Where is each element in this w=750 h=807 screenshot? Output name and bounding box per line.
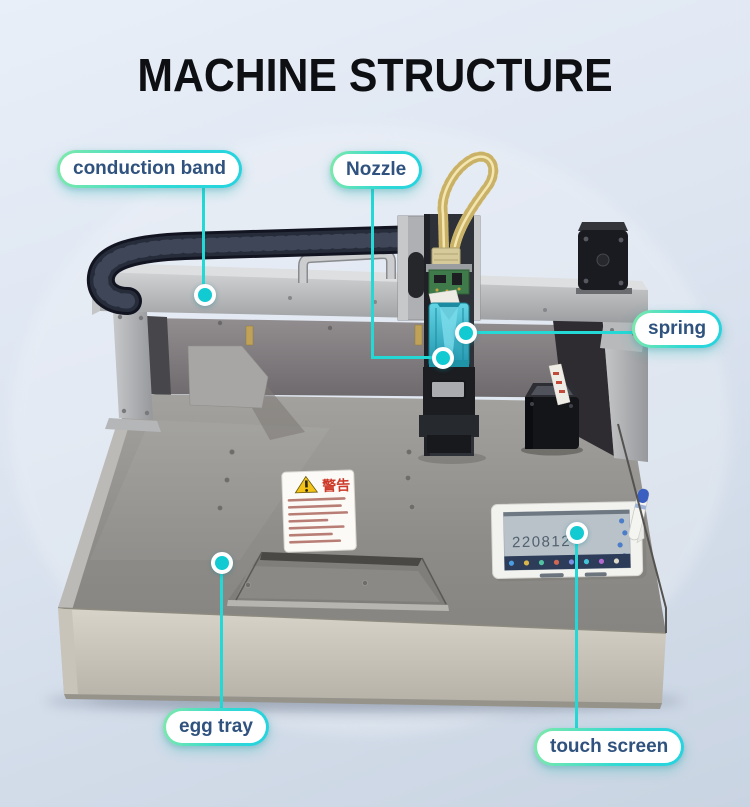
page-title: MACHINE STRUCTURE xyxy=(137,49,613,101)
nozzle-assembly xyxy=(418,151,499,464)
egg-tray-label: egg tray xyxy=(163,708,269,746)
gusset-plate xyxy=(600,320,646,352)
gantry-frame xyxy=(92,248,648,462)
cable-chain xyxy=(86,224,469,315)
cartridge-holder xyxy=(419,367,479,453)
touch-screen-leader-line xyxy=(575,543,578,730)
cartridge-label-strip xyxy=(548,363,571,406)
conduction-band-dot xyxy=(194,284,216,306)
touch-screen-label: touch screen xyxy=(534,728,684,766)
cable-loop xyxy=(437,151,499,257)
touch-screen-panel: 220812 xyxy=(490,488,650,582)
touch-screen-dot xyxy=(566,522,588,544)
egg-tray-dot xyxy=(211,552,233,574)
warning-sticker: 警告 xyxy=(281,469,357,553)
conduction-band-leader-line xyxy=(202,185,205,287)
screen-toolbar-icons xyxy=(508,558,620,566)
base-front xyxy=(57,423,667,709)
left-post xyxy=(113,311,153,420)
nozzle-dot xyxy=(432,347,454,369)
spring-dot xyxy=(455,322,477,344)
spring-leader-line xyxy=(476,331,634,334)
warning-title: 警告 xyxy=(322,477,351,494)
pcb-board xyxy=(428,269,470,295)
screen-icon-bar xyxy=(504,553,631,571)
deck-right-edge xyxy=(617,423,667,633)
egg-tray-recess xyxy=(227,551,449,611)
deflector-plate xyxy=(187,345,305,440)
spring-label: spring xyxy=(632,310,722,348)
deck-screws xyxy=(216,448,416,512)
nozzle-leader-line-horizontal xyxy=(371,356,443,359)
stepper-motor-top xyxy=(576,222,632,294)
conduction-band-label: conduction band xyxy=(57,150,242,188)
beam-front xyxy=(100,272,648,323)
cable-connector xyxy=(431,247,461,267)
nozzle-leader-line-vertical xyxy=(371,187,374,357)
screen-display-value: 220812 xyxy=(512,533,571,551)
warning-text-lines xyxy=(287,497,349,544)
beam-top-face xyxy=(100,263,648,290)
nozzle-label: Nozzle xyxy=(330,151,422,189)
stepper-motor-mid xyxy=(521,363,583,456)
egg-tray-leader-line xyxy=(220,574,223,710)
